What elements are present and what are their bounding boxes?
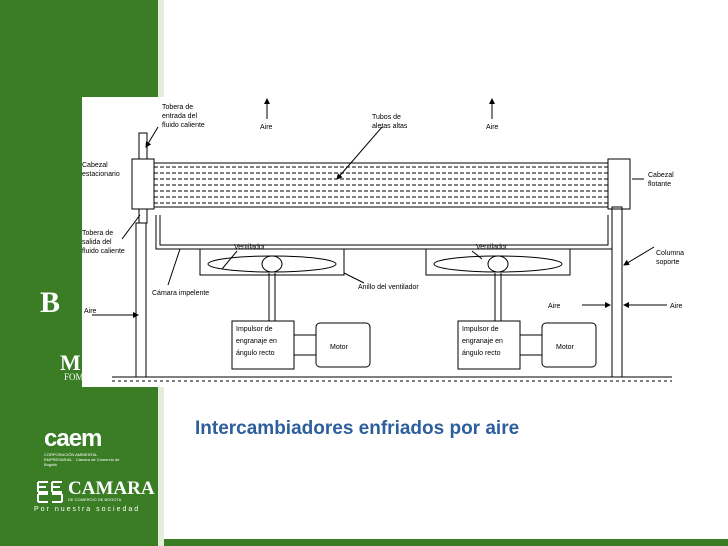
- label-tobera-salida-1: Tobera de: [82, 230, 113, 237]
- camara-emblem-icon: [37, 481, 63, 503]
- floating-header: [607, 158, 631, 210]
- label-impulsor-left-1: Impulsor de: [236, 326, 273, 333]
- page-title: Intercambiadores enfriados por aire: [195, 418, 520, 439]
- air-cooled-exchanger-diagram: Tobera de entrada del fluido caliente Ai…: [82, 97, 692, 387]
- finned-tubes: [154, 166, 608, 204]
- label-tubos-2: aletas altas: [372, 123, 408, 130]
- bottom-band: [164, 539, 728, 546]
- camara-logo: CAMARA: [68, 478, 155, 499]
- label-impulsor-right-1: Impulsor de: [462, 326, 499, 333]
- label-camara-impelente: Cámara impelente: [152, 290, 209, 297]
- label-cabezal-flotante-2: flotante: [648, 181, 671, 188]
- label-ventilador-left: Ventilador: [234, 244, 266, 251]
- label-ventilador-right: Ventilador: [476, 244, 508, 251]
- label-aire-top-left: Aire: [260, 124, 273, 131]
- label-tobera-salida-3: fluido caliente: [82, 248, 125, 255]
- label-tubos-1: Tubos de: [372, 114, 401, 121]
- label-anillo-ventilador: Anillo del ventilador: [358, 284, 419, 291]
- label-cabezal-estacionario-2: estacionario: [82, 171, 120, 178]
- label-tobera-salida-2: salida del: [82, 239, 112, 246]
- mf-logo: M: [60, 350, 81, 375]
- label-motor-right: Motor: [556, 344, 575, 351]
- fom-logo-text: FOM: [64, 372, 84, 382]
- label-motor-left: Motor: [330, 344, 349, 351]
- label-impulsor-right-2: engranaje en: [462, 338, 503, 345]
- fan-ring-right: [425, 249, 571, 276]
- label-tobera-entrada-2: entrada del: [162, 113, 197, 120]
- camara-tagline: Por nuestra sociedad: [34, 506, 141, 513]
- label-aire-right: Aire: [670, 303, 683, 310]
- label-columna-soporte-1: Columna: [656, 250, 684, 257]
- b-logo: B: [40, 286, 61, 319]
- caem-subtitle: CORPORACIÓN AMBIENTAL EMPRESARIAL · Cáma…: [44, 452, 120, 467]
- fan-ring-left: [199, 249, 345, 276]
- label-cabezal-estacionario-1: Cabezal: [82, 162, 108, 169]
- label-aire-left: Aire: [84, 308, 97, 315]
- motor-right: [541, 322, 597, 368]
- label-impulsor-left-2: engranaje en: [236, 338, 277, 345]
- label-columna-soporte-2: soporte: [656, 259, 679, 266]
- motor-left: [315, 322, 371, 368]
- label-impulsor-left-3: ángulo recto: [236, 350, 275, 357]
- caem-logo: caem: [44, 425, 102, 452]
- label-aire-mid: Aire: [548, 303, 561, 310]
- label-tobera-entrada-1: Tobera de: [162, 104, 193, 111]
- label-tobera-entrada-3: fluido caliente: [162, 122, 205, 129]
- camara-subtitle: DE COMERCIO DE BOGOTA: [68, 497, 122, 502]
- label-cabezal-flotante-1: Cabezal: [648, 172, 674, 179]
- label-impulsor-right-3: ángulo recto: [462, 350, 501, 357]
- label-aire-top-right: Aire: [486, 124, 499, 131]
